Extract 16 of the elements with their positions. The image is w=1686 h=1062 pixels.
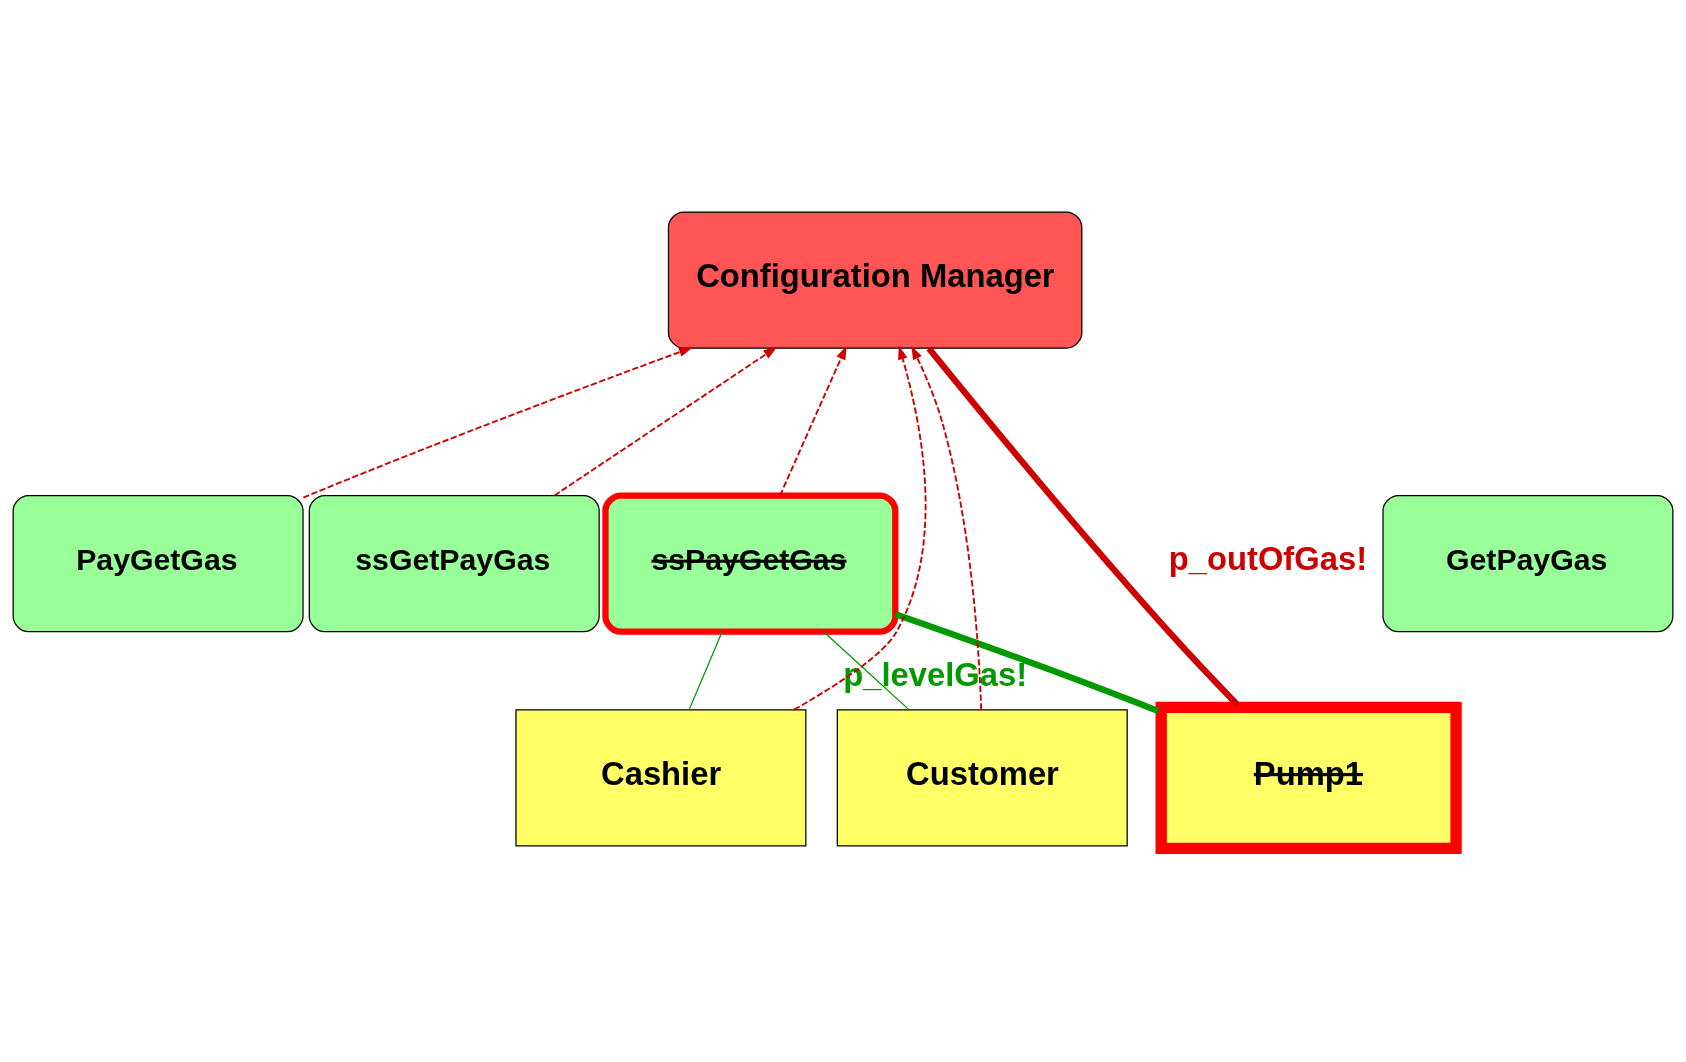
arrow — [911, 345, 983, 710]
node-box: GetPayGas — [1382, 494, 1674, 632]
arrow — [553, 346, 778, 496]
node-box: Customer — [836, 708, 1128, 847]
node-box: Cashier — [515, 708, 807, 847]
node-box: Pump1 — [1155, 701, 1462, 854]
connector — [926, 345, 1240, 707]
node-box: ssGetPayGas — [308, 494, 600, 632]
edge-label: p_outOfGas! — [1168, 539, 1368, 577]
connector — [688, 630, 723, 710]
node-box: ssPayGetGas — [602, 491, 899, 635]
arrow — [779, 345, 847, 496]
node-box: PayGetGas — [12, 494, 304, 632]
arrow — [302, 346, 693, 498]
arrow — [793, 345, 927, 711]
node-box: Configuration Manager — [667, 210, 1083, 349]
